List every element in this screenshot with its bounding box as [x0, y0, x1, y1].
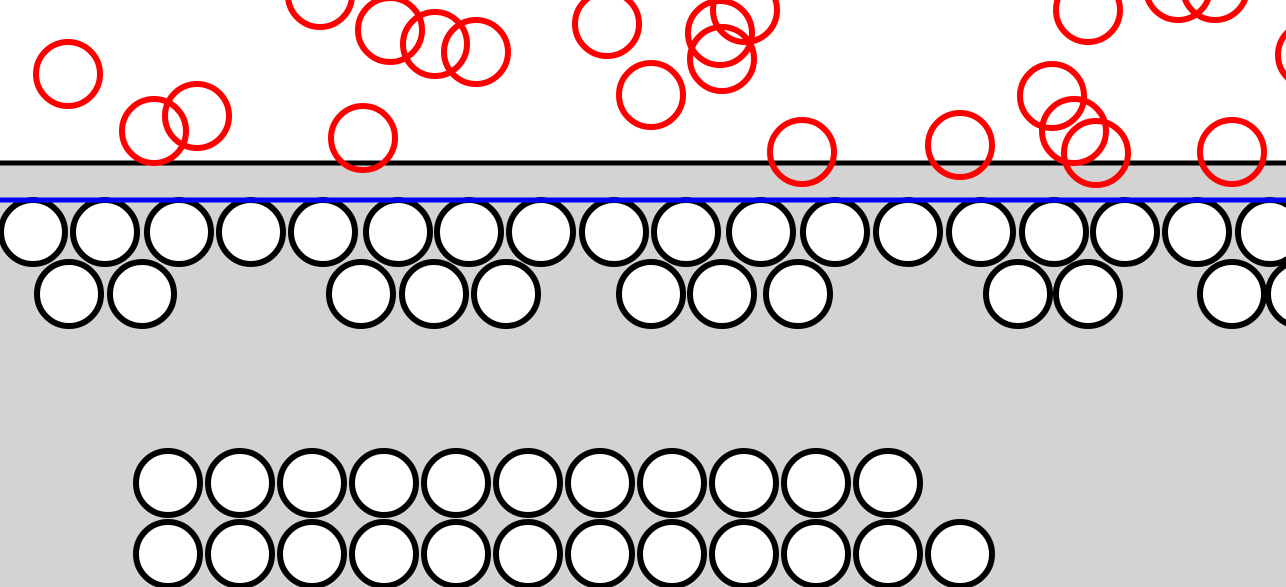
- surface-row-particle: [506, 197, 576, 267]
- second-row-particle: [326, 259, 396, 329]
- free-particle: [685, 0, 755, 68]
- free-particle: [767, 117, 837, 187]
- deep-block-particle: [277, 519, 347, 587]
- free-particle: [1017, 61, 1087, 131]
- surface-row-particle: [363, 197, 433, 267]
- surface-row-particle: [1090, 197, 1160, 267]
- deep-block-particle: [349, 519, 419, 587]
- free-particle: [119, 96, 189, 166]
- deep-block-particle: [133, 448, 203, 518]
- free-particle: [1061, 118, 1131, 188]
- surface-row-particle: [0, 197, 68, 267]
- free-particle: [687, 24, 757, 94]
- deep-block-particle: [493, 519, 563, 587]
- deep-block-particle: [853, 519, 923, 587]
- free-particle: [33, 39, 103, 109]
- surface-row-particle: [1235, 197, 1286, 267]
- deep-block-particle: [205, 519, 275, 587]
- free-particles-layer: [33, 0, 1286, 188]
- second-row-particle: [399, 259, 469, 329]
- surface-row-particle: [946, 197, 1016, 267]
- surface-row-particle: [70, 197, 140, 267]
- deep-block-particle: [925, 519, 995, 587]
- deep-block-particle: [709, 519, 779, 587]
- surface-row-particle: [144, 197, 214, 267]
- second-row-particle: [763, 259, 833, 329]
- surface-row-particle: [288, 197, 358, 267]
- second-row-particle: [983, 259, 1053, 329]
- surface-row-particle: [1019, 197, 1089, 267]
- free-particle: [572, 0, 642, 59]
- free-particle: [441, 17, 511, 87]
- second-row-particle: [1265, 261, 1286, 327]
- surface-row-particle: [434, 197, 504, 267]
- second-row-particle: [687, 259, 757, 329]
- second-row-particle: [1053, 259, 1123, 329]
- free-particle: [400, 9, 470, 79]
- free-particle: [1182, 0, 1248, 23]
- surface-row-particle: [800, 197, 870, 267]
- bound-particles-layer: [0, 197, 1286, 587]
- second-row-particle: [616, 259, 686, 329]
- second-row-particle: [107, 259, 177, 329]
- free-particle: [1145, 0, 1211, 23]
- deep-block-particle: [349, 448, 419, 518]
- deep-block-particle: [853, 448, 923, 518]
- deep-block-particle: [637, 519, 707, 587]
- free-particle: [616, 60, 686, 130]
- free-particle: [355, 0, 425, 65]
- free-particle: [1275, 29, 1286, 81]
- surface-row-particle: [216, 197, 286, 267]
- surface-row-particle: [651, 197, 721, 267]
- deep-block-particle: [493, 448, 563, 518]
- surface-row-particle: [1162, 197, 1232, 267]
- second-row-particle: [34, 259, 104, 329]
- surface-row-particle: [726, 197, 796, 267]
- second-row-particle: [471, 259, 541, 329]
- free-particle: [328, 103, 398, 173]
- deep-block-particle: [277, 448, 347, 518]
- deep-block-particle: [781, 519, 851, 587]
- deep-block-particle: [205, 448, 275, 518]
- free-particle: [285, 0, 355, 30]
- second-row-particle: [1197, 259, 1267, 329]
- free-particle: [925, 110, 995, 180]
- deep-block-particle: [637, 448, 707, 518]
- free-particle: [1039, 96, 1109, 166]
- deep-block-particle: [781, 448, 851, 518]
- surface-row-particle: [579, 197, 649, 267]
- deep-block-particle: [133, 519, 203, 587]
- deep-block-particle: [421, 448, 491, 518]
- deep-block-particle: [565, 519, 635, 587]
- free-particle: [162, 81, 232, 151]
- deep-block-particle: [421, 519, 491, 587]
- free-particle: [1197, 117, 1267, 187]
- free-particle: [710, 0, 780, 45]
- deep-block-particle: [709, 448, 779, 518]
- free-particle: [1053, 0, 1123, 45]
- surface-row-particle: [873, 197, 943, 267]
- deep-block-particle: [565, 448, 635, 518]
